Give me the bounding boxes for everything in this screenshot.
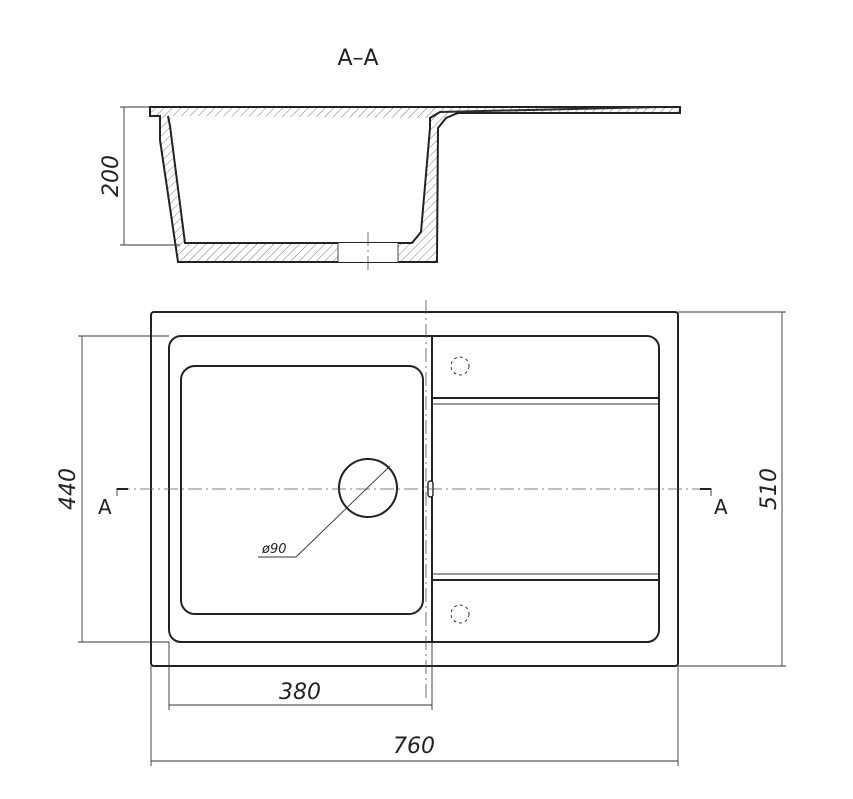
- drain-gap: [338, 243, 398, 262]
- tap-hole-top: [450, 356, 470, 376]
- section-marker-right: A: [700, 488, 728, 519]
- section-inner-profile: [167, 106, 661, 244]
- drain-diameter-label: ø90: [261, 542, 287, 557]
- drain-hole: [338, 458, 398, 518]
- section-marker-right-label: A: [714, 495, 728, 519]
- section-outer-profile: [149, 106, 681, 263]
- overall-width-dimension-label: 510: [757, 468, 782, 510]
- section-cut-hatch: [150, 107, 680, 262]
- section-marker-left-label: A: [98, 495, 112, 519]
- tap-hole-bottom: [450, 604, 470, 624]
- section-title: A–A: [337, 46, 378, 71]
- depth-dimension-label: 200: [99, 155, 124, 197]
- bowl-outline: [180, 365, 424, 615]
- bowl-width-dimension-label: 380: [279, 680, 321, 705]
- plan-view: ø90 A A 440 510 380: [56, 300, 786, 766]
- overall-length-dimension-label: 760: [393, 734, 435, 759]
- drain-leader-line: [295, 465, 391, 558]
- section-marker-left: A: [98, 488, 128, 519]
- section-view: A–A 200: [99, 46, 681, 272]
- drainboard-surface-line: [439, 106, 661, 113]
- bowl-length-dimension-label: 440: [56, 468, 81, 510]
